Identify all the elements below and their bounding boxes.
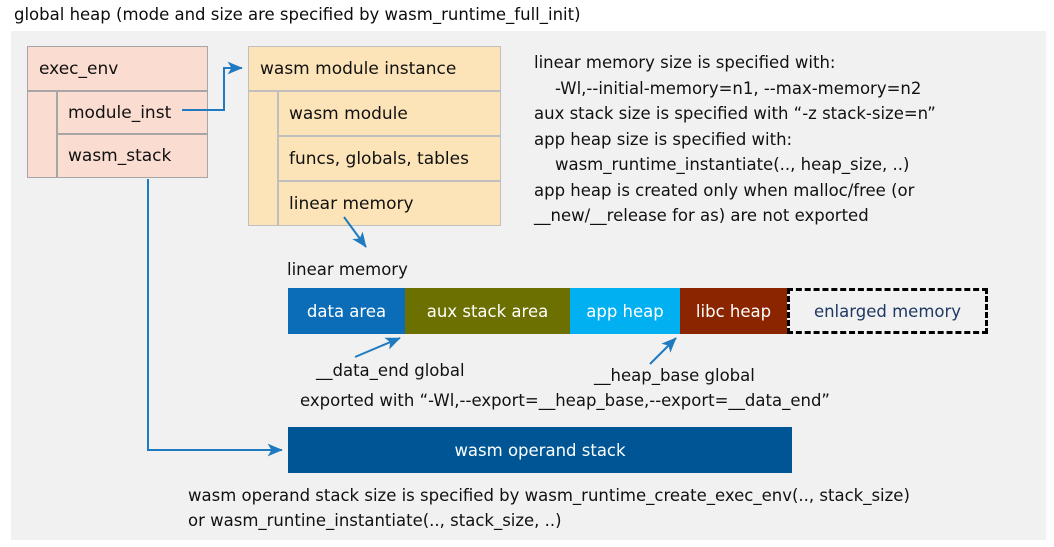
module-field-wasm-module: wasm module	[278, 91, 501, 136]
page-title: global heap (mode and size are specified…	[14, 5, 581, 24]
annotation-operand-stack-size: wasm operand stack size is specified by …	[188, 486, 910, 530]
module-instance-header: wasm module instance	[248, 46, 501, 91]
exec-env-field-module-inst: module_inst	[57, 91, 208, 134]
annotation-data-end: __data_end global	[316, 361, 465, 380]
linear-memory-bar-label: linear memory	[287, 260, 408, 279]
linear-memory-bar: data area aux stack area app heap libc heap…	[288, 288, 988, 334]
memory-segment-label: aux stack area	[426, 301, 549, 321]
module-field-linear-memory: linear memory	[278, 181, 501, 226]
memory-segment-enlarged-memory: enlarged memory	[787, 288, 988, 334]
exec-env-box: exec_env module_inst wasm_stack	[27, 46, 208, 178]
module-instance-header-label: wasm module instance	[260, 58, 457, 79]
exec-env-field-wasm-stack: wasm_stack	[57, 134, 208, 178]
exec-env-field-module-inst-label: module_inst	[68, 102, 172, 123]
wasm-operand-stack-label: wasm operand stack	[454, 440, 626, 460]
exec-env-gutter	[27, 91, 57, 178]
memory-segment-aux-stack-area: aux stack area	[405, 288, 570, 334]
module-field-wasm-module-label: wasm module	[289, 103, 408, 124]
memory-segment-libc-heap: libc heap	[680, 288, 787, 334]
memory-segment-label: app heap	[586, 301, 664, 321]
memory-segment-label: enlarged memory	[813, 301, 962, 321]
annotation-exported-globals: exported with “-Wl,--export=__heap_base,…	[300, 391, 830, 410]
wasm-operand-stack-box: wasm operand stack	[288, 427, 792, 473]
linear-memory-notes: linear memory size is specified with: -W…	[534, 53, 936, 225]
memory-segment-app-heap: app heap	[570, 288, 680, 334]
module-field-funcs-globals-tables: funcs, globals, tables	[278, 136, 501, 181]
module-instance-gutter	[248, 91, 278, 226]
memory-segment-label: data area	[306, 301, 387, 321]
exec-env-field-wasm-stack-label: wasm_stack	[68, 146, 172, 166]
exec-env-header-label: exec_env	[39, 58, 119, 79]
memory-segment-data-area: data area	[288, 288, 405, 334]
annotation-heap-base: __heap_base global	[594, 366, 755, 385]
memory-segment-label: libc heap	[695, 301, 772, 321]
wasm-module-instance-box: wasm module instance wasm module funcs, …	[248, 46, 501, 226]
module-field-funcs-globals-tables-label: funcs, globals, tables	[289, 148, 469, 169]
module-field-linear-memory-label: linear memory	[289, 193, 414, 214]
exec-env-header: exec_env	[27, 46, 208, 91]
